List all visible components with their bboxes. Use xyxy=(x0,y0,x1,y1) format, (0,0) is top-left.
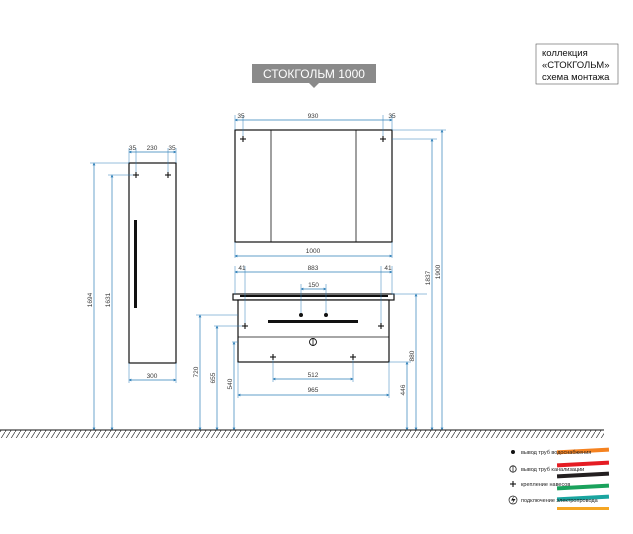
mirror-bottom-dim: 1000 xyxy=(306,248,321,255)
vanity-top-dim-2: 883 xyxy=(308,265,319,272)
legend: вывод труб водоснабжения вывод труб кана… xyxy=(508,447,610,510)
info-box-line-2: «СТОКГОЛЬМ» xyxy=(542,60,609,71)
mirror-top-dim-1: 35 xyxy=(237,113,245,120)
info-box-line-3: схема монтажа xyxy=(542,72,610,83)
vanity-right-dim-3: 1837 xyxy=(425,270,432,285)
vanity-top-dim-1: 41 xyxy=(238,265,246,272)
vanity-right-dim-4: 1900 xyxy=(435,264,442,279)
legend-label-4: подключение электропровода xyxy=(521,498,599,504)
legend-label-2: вывод труб канализации xyxy=(521,467,584,473)
column-bottom-dim: 300 xyxy=(147,373,158,380)
vanity-top-dim-3: 41 xyxy=(384,265,392,272)
column-top-dim-1: 35 xyxy=(129,145,137,152)
vanity-bottom-dim: 965 xyxy=(308,387,319,394)
water-supply-dot xyxy=(511,450,515,454)
column-height-dim-1: 1694 xyxy=(87,292,94,307)
mount-cross-icon xyxy=(510,481,516,487)
vanity-drawer-dim: 512 xyxy=(308,372,319,379)
page-title: СТОКГОЛЬМ 1000 xyxy=(263,67,365,81)
vanity-cabinet: 41 883 41 150 512 965 720 655 540 xyxy=(193,129,446,431)
info-box-line-1: коллекция xyxy=(542,48,588,59)
water-supply-dot xyxy=(299,313,303,317)
column-cabinet: 35 230 35 300 1694 1631 xyxy=(87,145,177,431)
vanity-right-dim-1: 446 xyxy=(400,384,407,395)
drain-pipe-icon xyxy=(309,338,317,346)
mount-cross-icon xyxy=(242,323,384,360)
mount-cross-icon xyxy=(133,172,171,178)
water-supply-dot xyxy=(324,313,328,317)
column-top-dim-3: 35 xyxy=(168,145,176,152)
vanity-inner-dim: 150 xyxy=(308,282,319,289)
drain-pipe-icon xyxy=(509,465,517,473)
column-handle xyxy=(134,220,137,308)
drawer-handle xyxy=(268,320,358,323)
vanity-height-dim-2: 655 xyxy=(210,372,217,383)
mirror-top-dim-3: 35 xyxy=(388,113,396,120)
column-height-dim-2: 1631 xyxy=(105,292,112,307)
mirror-top-dim-2: 930 xyxy=(308,113,319,120)
legend-item-mount: крепление навесов xyxy=(510,481,610,491)
mirror-cabinet: 35 930 35 1000 xyxy=(234,113,396,258)
title-badge: СТОКГОЛЬМ 1000 xyxy=(252,64,376,88)
vanity-height-dim-3: 540 xyxy=(227,378,234,389)
legend-label-1: вывод труб водоснабжения xyxy=(521,450,591,456)
floor-line xyxy=(0,429,604,438)
info-box: коллекция «СТОКГОЛЬМ» схема монтажа xyxy=(535,43,619,85)
column-top-dim-2: 230 xyxy=(147,145,158,152)
electric-icon xyxy=(508,495,518,505)
vanity-height-dim-1: 720 xyxy=(193,366,200,377)
legend-item-electric: подключение электропровода xyxy=(508,494,610,510)
legend-item-drain: вывод труб канализации xyxy=(509,465,610,479)
mount-cross-icon xyxy=(240,136,386,142)
vanity-right-dim-2: 880 xyxy=(409,350,416,361)
legend-label-3: крепление навесов xyxy=(521,482,570,488)
legend-item-water: вывод труб водоснабжения xyxy=(511,447,610,468)
